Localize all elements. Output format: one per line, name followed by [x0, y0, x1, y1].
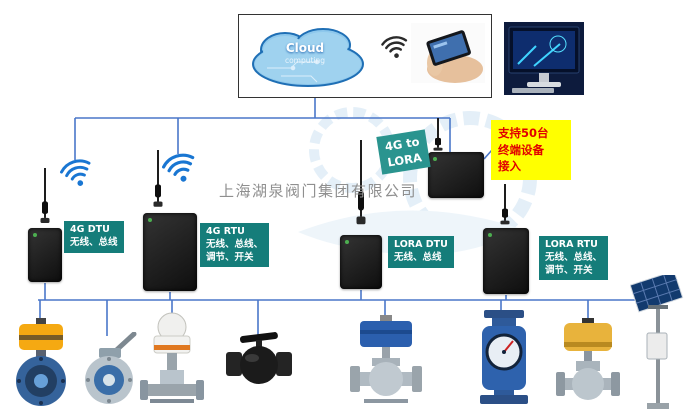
lora-converter-device — [428, 152, 484, 198]
plastic-ball-valve-image — [226, 332, 292, 384]
cloud-computing-icon — [252, 28, 364, 87]
rtu-4g-label: 4G RTU 无线、总线、 调节、开关 — [200, 223, 270, 268]
company-watermark: 上海湖泉阀门集团有限公司 — [219, 182, 418, 200]
wifi-icon-mid — [162, 153, 195, 182]
lora-dtu-device — [340, 235, 382, 289]
computer-monitor-image — [504, 22, 584, 95]
electric-gate-valve-image — [140, 312, 204, 403]
electric-ball-valve-image — [350, 315, 422, 403]
cloud-subtitle: computing — [284, 56, 326, 65]
capacity-note: 支持50台 终端设备 接入 — [491, 120, 571, 181]
antenna-icon-3 — [356, 140, 366, 225]
wifi-icon-left — [60, 159, 91, 186]
signal-icon — [381, 36, 408, 58]
manual-butterfly-valve-image — [85, 332, 137, 404]
solar-panel-image — [630, 275, 684, 409]
lora-rtu-device — [483, 228, 529, 294]
cloud-panel: Cloud computing — [238, 14, 492, 98]
flow-meter-image — [480, 310, 528, 404]
lora-dtu-label: LORA DTU 无线、总线 — [388, 236, 454, 268]
mobile-phone-image — [411, 23, 485, 83]
electric-globe-valve-image — [556, 318, 620, 400]
antenna-icon-4 — [500, 184, 510, 225]
dtu-4g-device — [28, 228, 62, 282]
antenna-icon-2 — [153, 150, 163, 207]
lora-rtu-label: LORA RTU 无线、总线、 调节、开关 — [539, 236, 609, 281]
dtu-4g-label: 4G DTU 无线、总线 — [64, 221, 124, 253]
cloud-title: Cloud — [285, 41, 325, 55]
converter-label: 4G to LORA — [376, 129, 431, 175]
electric-butterfly-valve-image — [16, 318, 66, 406]
rtu-4g-device — [143, 213, 197, 291]
antenna-icon-5 — [433, 118, 443, 151]
antenna-icon-1 — [40, 168, 50, 224]
